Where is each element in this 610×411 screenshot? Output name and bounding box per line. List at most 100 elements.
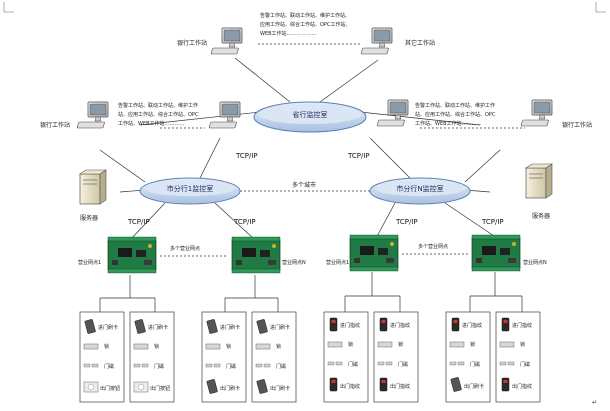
ws-roles-right-2: 站、应用工作站、综合工作站、OPC [415, 111, 496, 118]
box6-fp-in: 进门指纹 [390, 322, 410, 329]
box7-fp-in: 进门指纹 [462, 322, 482, 329]
branch-outlet-links [129, 202, 501, 241]
controller-board-1 [107, 236, 157, 274]
bank-workstation-left-icon [76, 101, 109, 129]
box7-reader-out: 出门刷卡 [464, 383, 484, 390]
corner-mark [3, 2, 14, 13]
box2-reader-in: 进门刷卡 [148, 324, 168, 331]
lock-icon [255, 343, 271, 350]
box2-exit: 出门按钮 [150, 385, 170, 392]
lock-icon [449, 341, 465, 348]
tcpip-label-bN-left: TCP/IP [395, 218, 418, 226]
box2-magnet: 门磁 [154, 363, 164, 370]
box2-lock: 锁 [154, 343, 159, 350]
controller-board-2 [231, 236, 281, 274]
box1-lock: 锁 [104, 343, 109, 350]
box1-magnet: 门磁 [104, 363, 114, 370]
ws-roles-top-2: 应用工作站、综合工作站、OPC工作站、 [260, 21, 350, 28]
province-links [99, 57, 501, 193]
box3-reader-in: 进门刷卡 [220, 324, 240, 331]
server-right-label: 服务器 [532, 212, 550, 220]
lock-icon [377, 341, 393, 348]
ws-roles-left-3: 工作站、WEB工作站………… [118, 120, 185, 127]
box1-reader-in: 进门刷卡 [98, 324, 118, 331]
box3-magnet: 门磁 [226, 363, 236, 370]
box4-magnet: 门磁 [276, 363, 286, 370]
box1-exit: 出门按钮 [100, 385, 120, 392]
box3-reader-out: 出门刷卡 [220, 385, 240, 392]
bank-workstation-top-label: 银行工作站 [177, 39, 207, 47]
branch1-center: 市分行1监控室 [139, 177, 241, 205]
box5-magnet: 门磁 [348, 361, 358, 368]
box8-fp-out: 出门指纹 [512, 383, 532, 390]
ws-roles-top-1: 告警工作站、联动工作站、维护工作站、 [260, 12, 350, 19]
lock-icon [205, 343, 221, 350]
door-box-2: 进门刷卡 锁 门磁 出门按钮 [133, 318, 170, 393]
tcpip-label-b1-left: TCP/IP [127, 218, 150, 226]
bank-workstation-right-icon [520, 99, 553, 127]
workstation-right-1-icon [376, 99, 409, 127]
controller-board-4 [471, 234, 521, 272]
fingerprint-reader-icon [329, 377, 338, 392]
box8-magnet: 门磁 [520, 361, 530, 368]
door-box-5: 进门指纹 锁 门磁 出门指纹 [327, 317, 360, 392]
workstation-left-2-icon [208, 101, 241, 129]
box5-fp-in: 进门指纹 [340, 322, 360, 329]
province-center: 省行监控室 [253, 101, 367, 133]
outlet-1-label-b: 营业网点1 [326, 259, 349, 266]
tcpip-label-b1-right: TCP/IP [233, 218, 256, 226]
fingerprint-reader-icon [379, 317, 388, 332]
fingerprint-reader-icon [501, 377, 510, 392]
lock-icon [499, 341, 515, 348]
branchN-center: 市分行N监控室 [369, 177, 471, 205]
door-box-4: 进门刷卡 锁 门磁 出门刷卡 [255, 318, 290, 395]
tcpip-label-right: TCP/IP [347, 152, 370, 160]
door-box-8: 进门指纹 锁 门磁 出门指纹 [499, 317, 532, 392]
outlet-n-label-b: 营业网点N [523, 259, 547, 266]
server-left-label: 服务器 [80, 214, 98, 222]
other-workstation-label: 其它工作站 [405, 39, 435, 47]
province-center-label: 省行监控室 [293, 110, 328, 119]
multi-city-label: 多个城市 [292, 181, 316, 189]
fingerprint-reader-icon [329, 317, 338, 332]
box8-fp-in: 进门指纹 [512, 322, 532, 329]
box6-fp-out: 出门指纹 [390, 383, 410, 390]
bank-workstation-right-label: 银行工作站 [562, 121, 592, 129]
box8-lock: 锁 [520, 341, 525, 348]
fingerprint-reader-icon [501, 317, 510, 332]
door-box-1: 进门刷卡 锁 门磁 出门按钮 [83, 318, 120, 393]
multi-outlet-label-right: 多个营业网点 [418, 243, 448, 250]
box4-reader-in: 进门刷卡 [270, 324, 290, 331]
corner-mark [595, 2, 606, 13]
outlet-1-label-a: 营业网点1 [78, 259, 101, 266]
ws-roles-right-3: 工作站、WEB工作站………… [415, 120, 482, 127]
box4-lock: 锁 [276, 343, 281, 350]
controller-board-3 [349, 234, 399, 272]
bank-workstation-left-label: 银行工作站 [40, 121, 70, 129]
box4-reader-out: 出门刷卡 [270, 385, 290, 392]
paragraph-mark: ↵ [592, 399, 597, 406]
exit-button-icon [83, 381, 99, 393]
tcpip-label-bN-right: TCP/IP [481, 218, 504, 226]
lock-icon [133, 343, 149, 350]
outlet-n-label-a: 营业网点N [282, 259, 306, 266]
other-workstation-icon [360, 27, 393, 55]
box5-lock: 锁 [348, 341, 353, 348]
door-tree-lines [99, 272, 523, 312]
box7-lock: 锁 [470, 341, 475, 348]
branch1-center-label: 市分行1监控室 [167, 184, 213, 193]
ws-roles-left-1: 告警工作站、联动工作站、维护工作 [118, 102, 198, 109]
lock-icon [327, 341, 343, 348]
box5-fp-out: 出门指纹 [340, 383, 360, 390]
door-box-6: 进门指纹 锁 门磁 出门指纹 [377, 317, 410, 392]
server-right-icon [525, 163, 553, 199]
tcpip-label-left: TCP/IP [235, 152, 258, 160]
box6-lock: 锁 [398, 341, 403, 348]
multi-outlet-label-left: 多个营业网点 [170, 245, 200, 252]
door-box-7: 进门指纹 锁 门磁 出门刷卡 [449, 317, 484, 393]
bank-workstation-top-icon [210, 27, 243, 55]
fingerprint-reader-icon [379, 377, 388, 392]
box6-magnet: 门磁 [398, 361, 408, 368]
